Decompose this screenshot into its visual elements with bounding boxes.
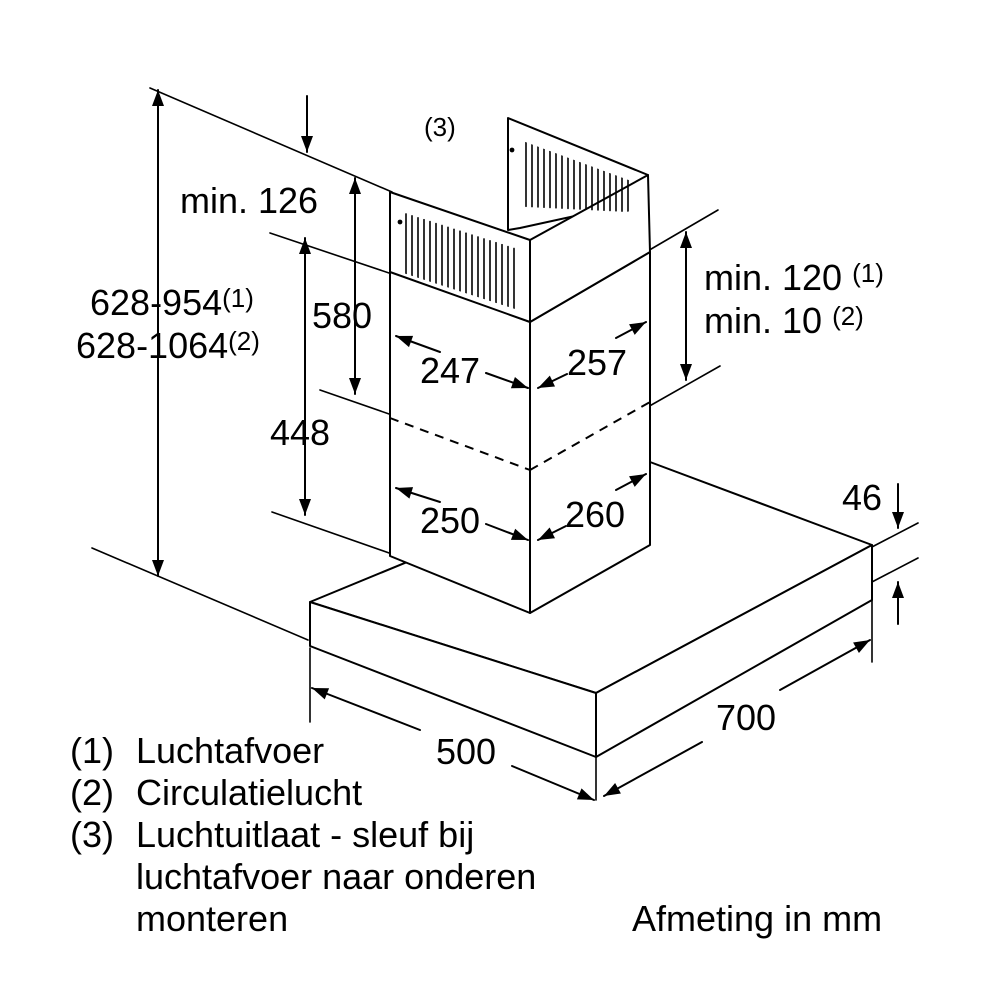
legend-text: Luchtafvoer	[136, 730, 325, 771]
dim-canopy-width-right	[779, 639, 871, 691]
arrowhead	[299, 499, 311, 515]
dim-upper-front-right	[485, 372, 529, 389]
arrowhead	[892, 582, 904, 598]
legend-key: (3)	[70, 814, 114, 855]
label-canopy-height: 46	[842, 477, 882, 518]
label-total-height-1: 628-954(1)	[90, 282, 254, 323]
label-outlet-ref: (3)	[424, 112, 456, 142]
arrowhead	[510, 376, 528, 389]
legend-text: Circulatielucht	[136, 772, 363, 813]
dim-upper-side-right	[615, 321, 647, 339]
dim-min-120	[680, 231, 692, 381]
dim-upper-front-left	[395, 335, 441, 353]
dim-canopy-width-left	[603, 741, 703, 797]
arrowhead	[680, 364, 692, 380]
legend-item: (2) Circulatielucht	[70, 772, 606, 814]
vent-slots-right	[525, 141, 629, 213]
label-total-height-2: 628-1064(2)	[76, 325, 260, 366]
arrowhead	[510, 528, 528, 540]
arrowhead	[312, 688, 330, 700]
unit-note: Afmeting in mm	[632, 898, 883, 939]
legend-key: (1)	[70, 730, 114, 771]
arrowhead	[301, 136, 313, 152]
label-upper-section: 580	[312, 295, 372, 336]
label-lower-section: 448	[270, 412, 330, 453]
dim-min-126-arrow	[301, 95, 313, 153]
label-lower-width-front: 250	[420, 500, 480, 541]
arrowhead	[152, 560, 164, 576]
arrowhead	[538, 527, 555, 540]
label-upper-width-side: 257	[567, 342, 627, 383]
arrowhead	[604, 783, 621, 796]
dim-lower-side-right	[615, 473, 647, 491]
arrowhead	[629, 474, 646, 487]
dim-canopy-height-bottom	[892, 581, 904, 625]
arrowhead	[680, 232, 692, 248]
label-lower-width-side: 260	[565, 494, 625, 535]
dim-lower-side-left	[537, 525, 567, 541]
dim-lower-section	[299, 237, 311, 516]
dim-canopy-depth-right	[511, 765, 595, 801]
arrowhead	[299, 238, 311, 254]
arrowhead	[629, 322, 646, 335]
label-min-126: min. 126	[180, 180, 318, 221]
legend-item: (3) Luchtuitlaat - sleuf bij luchtafvoer…	[70, 814, 606, 940]
legend-item: (1) Luchtafvoer	[70, 730, 606, 772]
arrowhead	[396, 335, 414, 348]
arrowhead	[892, 512, 904, 528]
arrowhead	[396, 487, 414, 499]
telescope-seam	[389, 401, 651, 471]
dim-upper-side-left	[537, 373, 568, 389]
legend-text: Luchtuitlaat - sleuf bij luchtafvoer naa…	[136, 814, 537, 939]
dim-lower-front-left	[395, 487, 441, 503]
dim-total-height	[152, 89, 164, 577]
label-canopy-width: 700	[716, 697, 776, 738]
vent-dots	[397, 147, 515, 225]
arrowhead	[853, 640, 870, 654]
legend: (1) Luchtafvoer (2) Circulatielucht (3) …	[70, 730, 606, 940]
arrowhead	[349, 378, 361, 394]
dim-canopy-height-top	[892, 483, 904, 529]
label-min-10: min. 10(2)	[704, 300, 864, 341]
dimension-lines	[152, 89, 904, 801]
label-min-120: min. 120(1)	[704, 257, 884, 298]
dim-lower-front-right	[485, 523, 529, 541]
label-canopy-depth: 500	[436, 731, 496, 772]
legend-key: (2)	[70, 772, 114, 813]
dimension-labels: (3) min. 126 628-954(1) 628-1064(2) 580 …	[76, 112, 884, 772]
dim-upper-section	[349, 177, 361, 395]
arrowhead	[152, 90, 164, 106]
arrowhead	[538, 375, 556, 388]
arrowhead	[349, 178, 361, 194]
label-upper-width-front: 247	[420, 350, 480, 391]
chimney-upper	[389, 117, 651, 323]
extension-lines	[91, 87, 919, 801]
arrowhead	[576, 788, 594, 800]
vent-slots-left	[405, 213, 515, 310]
dim-canopy-depth-left	[311, 687, 421, 731]
